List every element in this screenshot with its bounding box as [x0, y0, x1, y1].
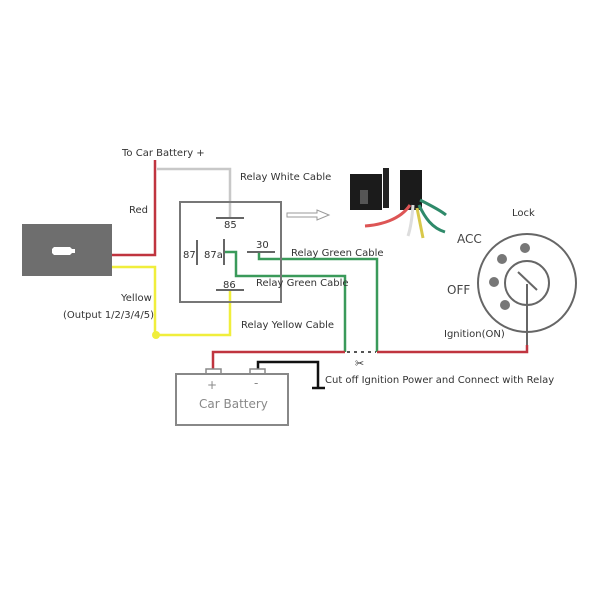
relay-photo — [350, 168, 447, 239]
label-acc: ACC — [457, 232, 482, 246]
red-wire-ignition-left — [211, 350, 345, 369]
label-output: (Output 1/2/3/4/5) — [63, 310, 154, 321]
label-to-battery: To Car Battery + — [121, 148, 205, 159]
key-slot — [517, 271, 538, 291]
label-relay-yellow: Relay Yellow Cable — [241, 320, 334, 331]
arrow-icon — [286, 209, 331, 221]
battery-plus: + — [207, 378, 217, 392]
label-relay-green-2: Relay Green Cable — [256, 278, 349, 289]
gps-tracker-device — [22, 224, 112, 276]
relay-schematic: 85 87 87a 30 86 — [179, 201, 282, 303]
pin-87: 87 — [183, 250, 196, 261]
label-relay-white: Relay White Cable — [240, 172, 331, 183]
green-wire-30 — [257, 252, 379, 352]
white-wire — [157, 167, 232, 218]
pin-86: 86 — [223, 280, 236, 291]
black-ground-wire — [256, 360, 320, 388]
battery-label: Car Battery — [199, 397, 268, 411]
pin-30: 30 — [256, 240, 269, 251]
label-lock: Lock — [512, 208, 535, 219]
label-cut-off: Cut off Ignition Power and Connect with … — [325, 375, 554, 386]
pin-87a: 87a — [204, 250, 223, 261]
pin-85: 85 — [224, 220, 237, 231]
scissors-icon: ✂ — [355, 357, 364, 370]
connector-icon — [52, 247, 75, 255]
label-yellow: Yellow — [120, 293, 152, 304]
label-off: OFF — [447, 283, 470, 297]
label-relay-green-1: Relay Green Cable — [291, 248, 384, 259]
ignition-switch — [477, 233, 577, 333]
car-battery: + - Car Battery — [175, 368, 289, 426]
label-red: Red — [129, 205, 148, 216]
label-ignition-on: Ignition(ON) — [444, 329, 505, 340]
yellow-junction — [152, 331, 160, 339]
red-wire-battery — [112, 160, 157, 257]
green-wire-87a — [224, 250, 347, 352]
battery-minus: - — [254, 376, 258, 390]
red-wire-ignition-right — [377, 345, 529, 354]
